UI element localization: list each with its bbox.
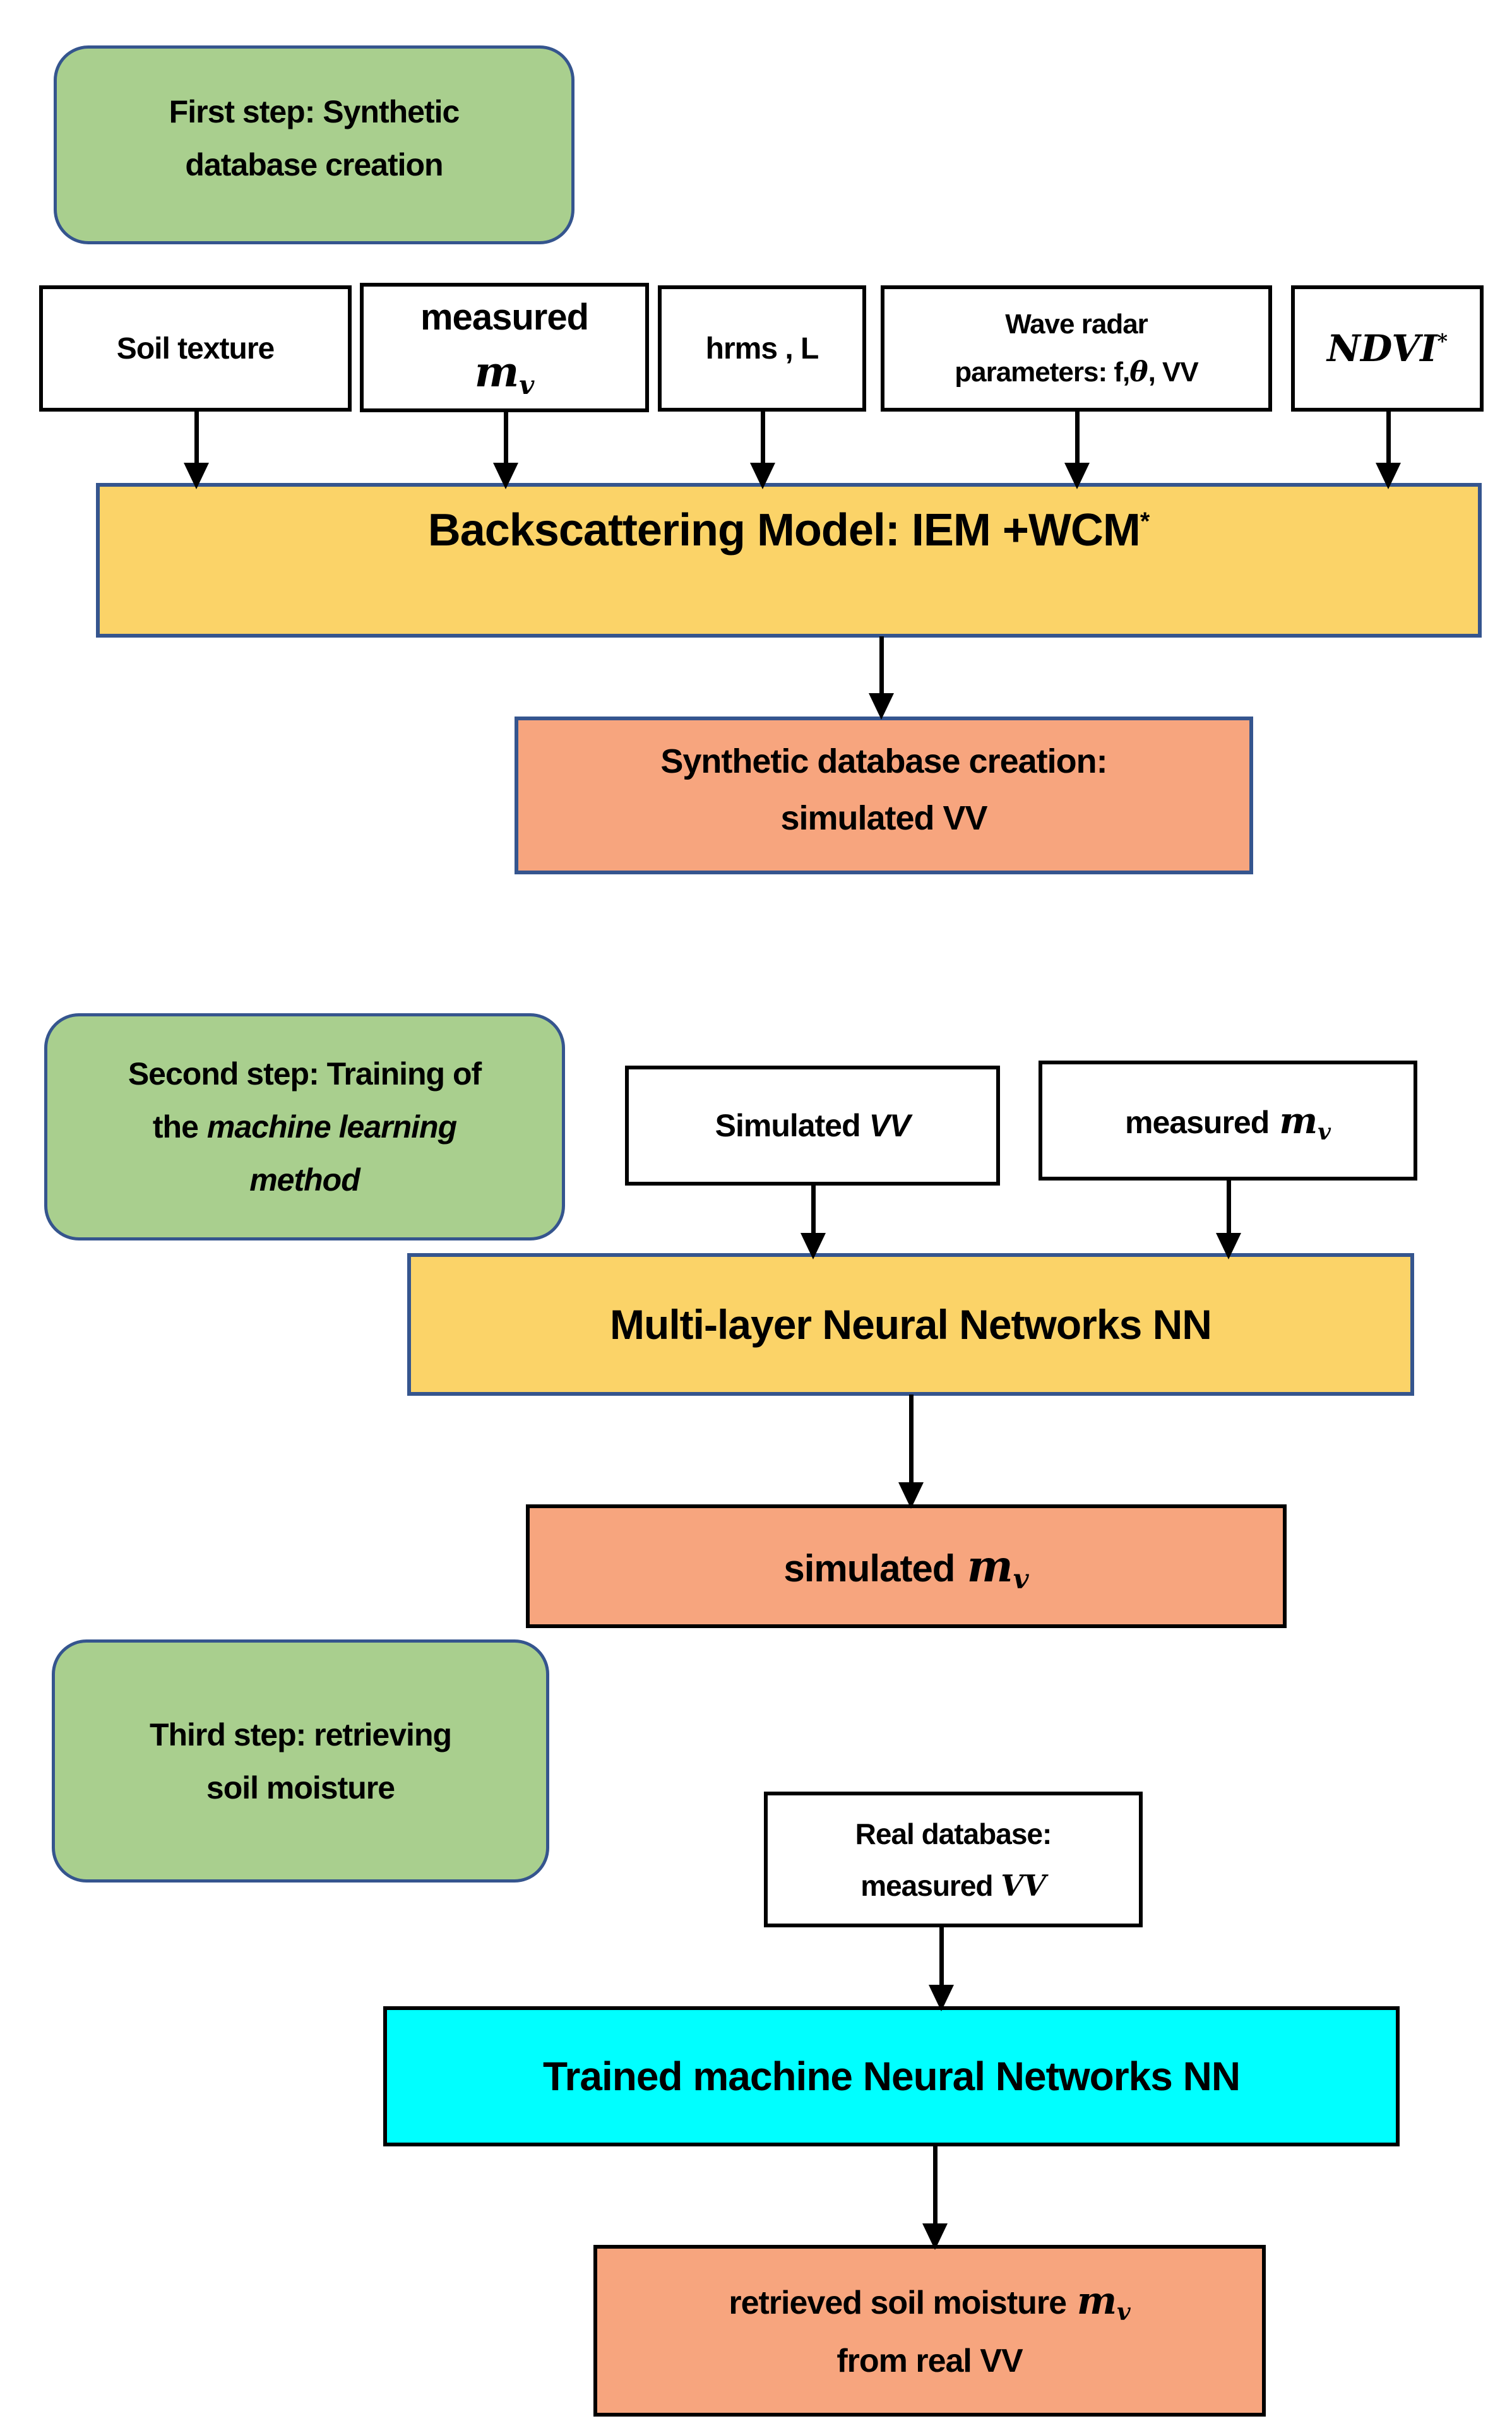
arrow-stem [939,1926,944,1985]
step1-label-line2: database creation [185,147,443,182]
arrow-simvv-to-nn [801,1184,826,1259]
neural-network-model-label: Multi-layer Neural Networks NN [610,1301,1212,1348]
arrow-head [929,1985,954,2011]
step2-label-line1: Second step: Training of [128,1056,482,1092]
backscattering-model-label: Backscattering Model: IEM +WCM* [427,505,1150,556]
arrow-stem [932,2145,938,2223]
arrow-wave-to-model [1064,410,1090,489]
step3-label-line1: Third step: retrieving [149,1716,452,1752]
ndvi-label: NDVI* [1326,327,1448,370]
input-hrms-l-box: hrms , L [658,285,866,412]
theta-symbol: θ [1129,356,1148,388]
neural-network-model-box: Multi-layer Neural Networks NN [407,1253,1414,1396]
arrow-head [869,693,894,720]
arrow-realdb-to-trained-nn [929,1926,954,2011]
arrow-head [898,1482,924,1509]
trained-network-box: Trained machine Neural Networks NN [383,2006,1400,2146]
arrow-stem [194,410,199,463]
synthetic-database-output-box: Synthetic database creation: simulated V… [515,717,1253,874]
step1-label-text: First step: Synthetic database creation [169,85,460,191]
arrow-stem [503,409,508,463]
arrow-measmv-to-nn [1216,1179,1241,1259]
arrow-head [750,463,775,489]
arrow-stem [1226,1179,1231,1233]
arrow-nn-to-simulated-mv [898,1395,924,1509]
synthetic-db-line2: simulated VV [780,799,987,837]
mv-symbol: mv [474,347,535,400]
measured-word: measured [420,297,589,338]
arrow-head [1216,1233,1241,1259]
arrow-ndvi-to-model [1376,410,1401,489]
retrieved-moisture-line2: from real VV [836,2342,1023,2379]
arrow-head [184,463,209,489]
real-database-line1: Real database: [855,1817,1052,1850]
input-soil-texture-label: Soil texture [116,331,275,366]
arrow-trained-nn-to-retrieved [922,2145,948,2250]
arrow-stem [1074,410,1080,463]
input-measured-mv-box: measured mv [360,283,649,412]
arrow-head [1376,463,1401,489]
input-wave-radar-box: Wave radar parameters: f,θ, VV [881,285,1272,412]
arrow-model-to-synthetic-db [869,636,894,720]
arrow-hrms-to-model [750,410,775,489]
arrow-head [1064,463,1090,489]
arrow-stem [879,636,884,693]
arrow-head [801,1233,826,1259]
arrow-stem [811,1184,816,1233]
step1-label-line1: First step: Synthetic [169,94,460,129]
arrow-mv-to-model [493,409,518,489]
step2-label-line3: method [249,1162,360,1198]
step1-label-box: First step: Synthetic database creation [54,45,574,244]
trained-network-label: Trained machine Neural Networks NN [542,2054,1241,2099]
arrow-soil-to-model [184,410,209,489]
arrow-stem [908,1395,914,1482]
arrow-stem [1386,410,1391,463]
wave-radar-line2: parameters: f,θ, VV [955,356,1199,388]
input-ndvi-box: NDVI* [1291,285,1484,412]
backscattering-model-box: Backscattering Model: IEM +WCM* [96,483,1482,638]
arrow-head [922,2223,948,2250]
arrow-stem [760,410,765,463]
arrow-head [493,463,518,489]
step3-label-box: Third step: retrieving soil moisture [52,1639,549,1883]
input-soil-texture-box: Soil texture [39,285,352,412]
step3-label-line2: soil moisture [206,1770,395,1805]
input-hrms-l-label: hrms , L [705,331,819,366]
step3-label-text: Third step: retrieving soil moisture [149,1708,452,1814]
synthetic-db-line1: Synthetic database creation: [660,742,1107,780]
wave-radar-line1: Wave radar [1005,309,1148,340]
